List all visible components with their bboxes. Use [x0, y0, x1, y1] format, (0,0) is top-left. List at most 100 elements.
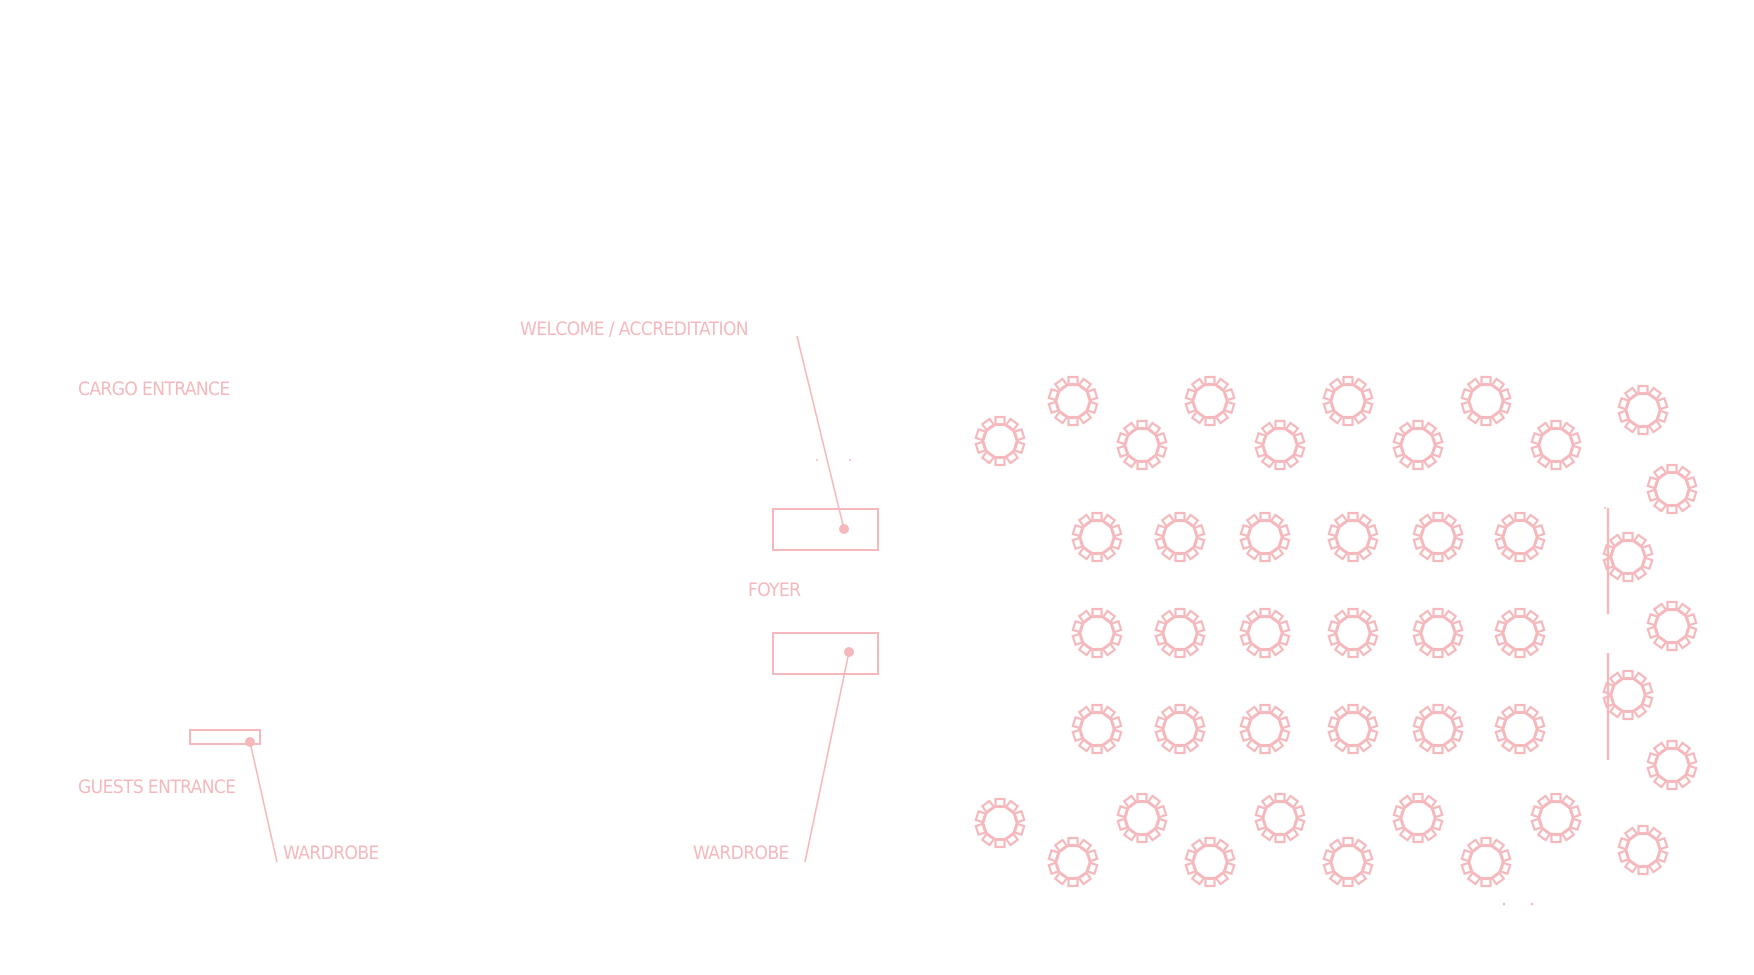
chair: [1514, 607, 1526, 619]
chair: [1632, 671, 1648, 687]
chair: [1347, 607, 1359, 619]
chair: [1365, 523, 1379, 538]
chair: [1174, 607, 1186, 619]
chair: [1269, 513, 1285, 529]
chair: [1432, 607, 1444, 619]
chair: [1422, 826, 1438, 842]
chair: [1328, 409, 1344, 425]
chair: [1646, 488, 1660, 503]
small-mark: [816, 459, 818, 461]
chair: [1365, 632, 1379, 647]
chair: [994, 455, 1006, 467]
chair: [1245, 513, 1261, 529]
chair: [1357, 545, 1373, 561]
chair: [1365, 619, 1379, 634]
chair: [1347, 551, 1359, 563]
chair: [1560, 453, 1576, 469]
chair: [1327, 715, 1341, 730]
chair: [1647, 418, 1663, 434]
chair: [1259, 743, 1271, 755]
chair: [1357, 641, 1373, 657]
chair: [1277, 536, 1291, 551]
chair: [1617, 836, 1631, 851]
chair: [1608, 533, 1624, 549]
chair: [1617, 849, 1631, 864]
chair: [1442, 737, 1458, 753]
chair: [1430, 444, 1444, 459]
chair: [1012, 809, 1026, 824]
round-table: [1460, 375, 1512, 427]
chair: [1067, 876, 1079, 888]
chair: [1174, 551, 1186, 563]
chair: [1239, 536, 1253, 551]
chair: [1422, 453, 1438, 469]
chair: [994, 837, 1006, 849]
chair: [1214, 838, 1230, 854]
chair: [1333, 705, 1349, 721]
chair: [974, 427, 988, 442]
chair: [1418, 545, 1434, 561]
chair: [1647, 858, 1663, 874]
chair: [1053, 870, 1069, 886]
chair: [1204, 375, 1216, 387]
round-table: [1322, 375, 1374, 427]
chair: [1392, 817, 1406, 832]
chair: [1646, 625, 1660, 640]
chair: [1071, 715, 1085, 730]
chair: [974, 822, 988, 837]
chair: [1568, 817, 1582, 832]
chair: [1327, 619, 1341, 634]
chair: [1684, 475, 1698, 490]
chair: [1222, 861, 1236, 876]
chair: [1184, 400, 1198, 415]
chair: [1071, 536, 1085, 551]
chair: [1222, 400, 1236, 415]
chair: [1259, 647, 1271, 659]
chair: [1608, 703, 1624, 719]
round-table: [1327, 607, 1379, 659]
chair: [1352, 870, 1368, 886]
chair: [1647, 826, 1663, 842]
chair: [1085, 861, 1099, 876]
chair: [1116, 804, 1130, 819]
chair: [1602, 681, 1616, 696]
chair: [1184, 387, 1198, 402]
chair: [1077, 609, 1093, 625]
chair: [1494, 632, 1508, 647]
round-table: [1154, 511, 1206, 563]
chair: [1077, 705, 1093, 721]
chair: [1640, 556, 1654, 571]
chair: [1190, 838, 1206, 854]
chair: [1122, 826, 1138, 842]
chair: [1524, 545, 1540, 561]
chair: [1357, 609, 1373, 625]
chair: [1608, 671, 1624, 687]
chair: [1122, 421, 1138, 437]
round-table: [1494, 511, 1546, 563]
chair: [1067, 375, 1079, 387]
chair: [1666, 503, 1678, 515]
chair: [1637, 424, 1649, 436]
chair: [1245, 545, 1261, 561]
chair: [1292, 804, 1306, 819]
chair: [1490, 377, 1506, 393]
chair: [1085, 387, 1099, 402]
chair: [1450, 619, 1464, 634]
round-table: [1602, 669, 1654, 721]
chair: [1500, 641, 1516, 657]
chair: [1365, 728, 1379, 743]
chair: [1442, 609, 1458, 625]
chair: [1632, 565, 1648, 581]
chair: [1184, 513, 1200, 529]
chair: [1637, 864, 1649, 876]
leader-line-welcome: [796, 335, 845, 530]
chair: [1260, 826, 1276, 842]
chair: [1214, 870, 1230, 886]
chair: [1122, 453, 1138, 469]
chair: [1047, 400, 1061, 415]
chair: [1637, 384, 1649, 396]
chair: [1412, 715, 1426, 730]
chair: [1184, 705, 1200, 721]
chair: [1532, 619, 1546, 634]
